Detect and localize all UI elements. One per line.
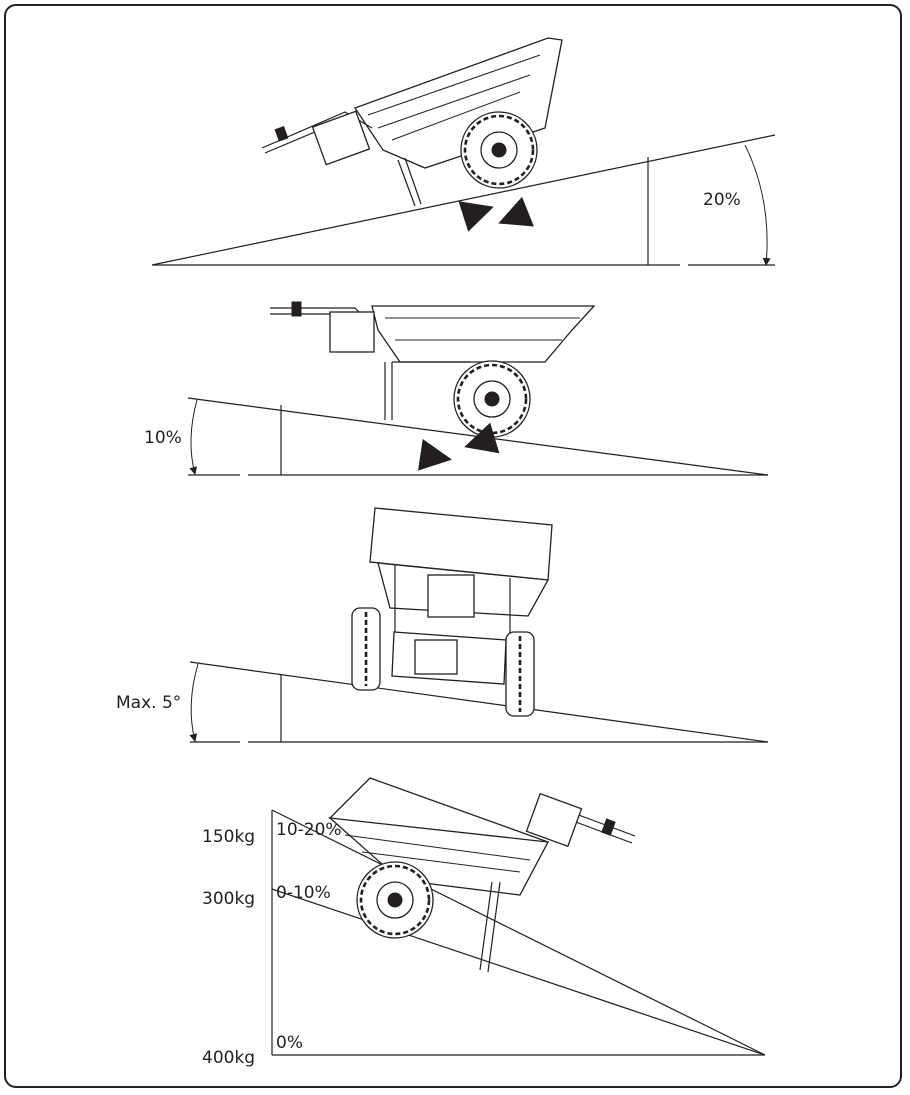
- direction-arrows-icon: [458, 196, 534, 232]
- load-label: 400kg: [202, 1048, 255, 1068]
- load-row: 300kg 0-10%: [202, 883, 331, 909]
- slope-line-10: [271, 888, 766, 1056]
- slope-label: 10%: [144, 428, 182, 448]
- panel-slope-up: 20%: [151, 37, 776, 266]
- slope-range-label: 0%: [276, 1033, 303, 1053]
- slope-label: 20%: [703, 190, 741, 210]
- slope-range-label: 10-20%: [276, 820, 342, 840]
- wheelbarrow-icon: [270, 301, 596, 438]
- slope-line-20: [271, 809, 766, 1056]
- panel-slope-down: 10%: [144, 301, 769, 476]
- slope-range-label: 0-10%: [276, 883, 331, 903]
- slope-line: [151, 134, 776, 266]
- slope-label: Max. 5°: [116, 693, 181, 713]
- panel-load-table: 150kg 10-20% 300kg 0-10% 400kg 0%: [202, 777, 766, 1068]
- load-row: 400kg 0%: [202, 1033, 303, 1068]
- figure-frame: [4, 4, 902, 1088]
- wheelbarrow-icon: [351, 507, 553, 717]
- angle-arc-icon: [744, 144, 771, 266]
- load-label: 300kg: [202, 889, 255, 909]
- wheelbarrow-icon: [328, 777, 636, 973]
- wheelbarrow-icon: [261, 37, 563, 207]
- load-row: 150kg 10-20%: [202, 820, 342, 847]
- direction-arrows-icon: [417, 422, 500, 471]
- slope-line: [189, 661, 769, 743]
- angle-arc-icon: [189, 399, 198, 475]
- panel-side-slope: Max. 5°: [116, 507, 769, 743]
- angle-arc-icon: [189, 663, 199, 742]
- load-label: 150kg: [202, 827, 255, 847]
